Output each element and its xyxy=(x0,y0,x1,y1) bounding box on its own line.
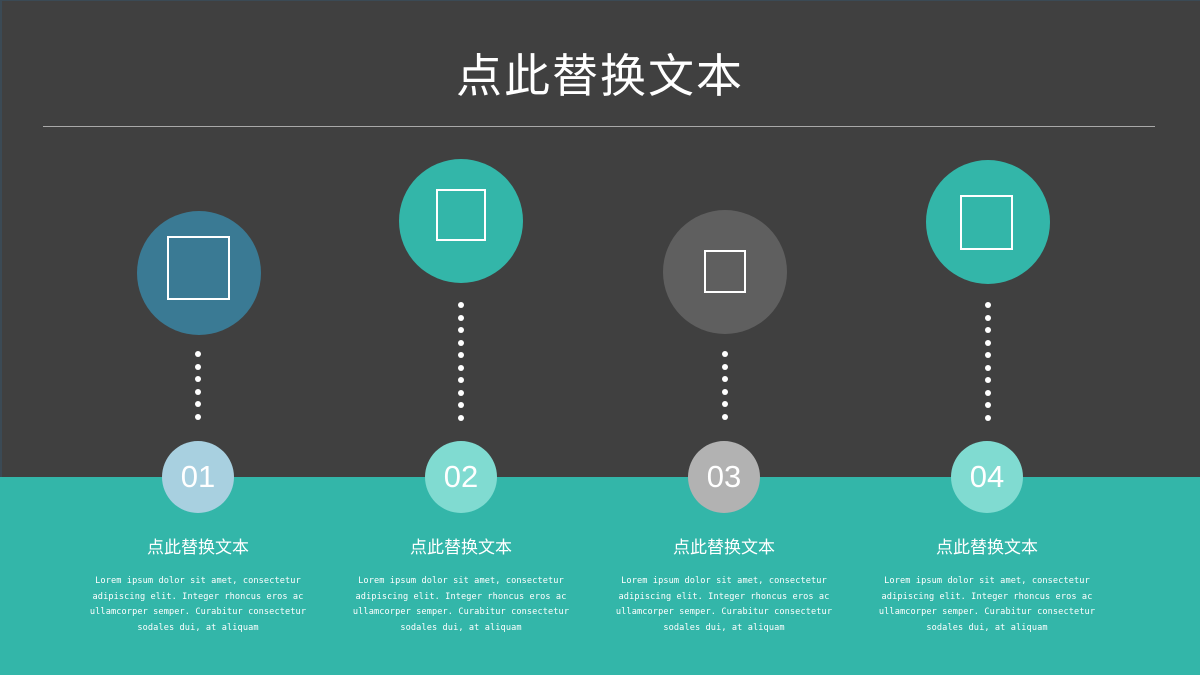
item-description-04[interactable]: Lorem ipsum dolor sit amet, consectetur … xyxy=(878,576,1096,634)
item-title-03[interactable]: 点此替换文本 xyxy=(673,538,775,558)
slide-title[interactable]: 点此替换文本 xyxy=(456,49,744,103)
icon-circle-02[interactable] xyxy=(399,159,523,283)
item-title-04[interactable]: 点此替换文本 xyxy=(936,538,1038,558)
title-divider xyxy=(43,126,1155,127)
step-number-03: 03 xyxy=(688,441,760,513)
dotted-connector-04 xyxy=(985,302,991,422)
item-description-02[interactable]: Lorem ipsum dolor sit amet, consectetur … xyxy=(352,576,570,634)
step-number-04: 04 xyxy=(951,441,1023,513)
item-title-02[interactable]: 点此替换文本 xyxy=(410,538,512,558)
icon-circle-04[interactable] xyxy=(926,160,1050,284)
slide-left-edge xyxy=(0,0,2,477)
square-outline-icon xyxy=(960,195,1013,250)
dotted-connector-03 xyxy=(722,351,728,421)
dotted-connector-01 xyxy=(195,351,201,421)
square-outline-icon xyxy=(704,250,746,293)
dotted-connector-02 xyxy=(458,302,464,422)
icon-circle-03[interactable] xyxy=(663,210,787,334)
square-outline-icon xyxy=(436,189,486,241)
step-number-01: 01 xyxy=(162,441,234,513)
item-title-01[interactable]: 点此替换文本 xyxy=(147,538,249,558)
item-description-01[interactable]: Lorem ipsum dolor sit amet, consectetur … xyxy=(89,576,307,634)
icon-circle-01[interactable] xyxy=(137,211,261,335)
item-description-03[interactable]: Lorem ipsum dolor sit amet, consectetur … xyxy=(615,576,833,634)
slide-top-edge xyxy=(0,0,1200,1)
square-outline-icon xyxy=(167,236,230,300)
step-number-02: 02 xyxy=(425,441,497,513)
